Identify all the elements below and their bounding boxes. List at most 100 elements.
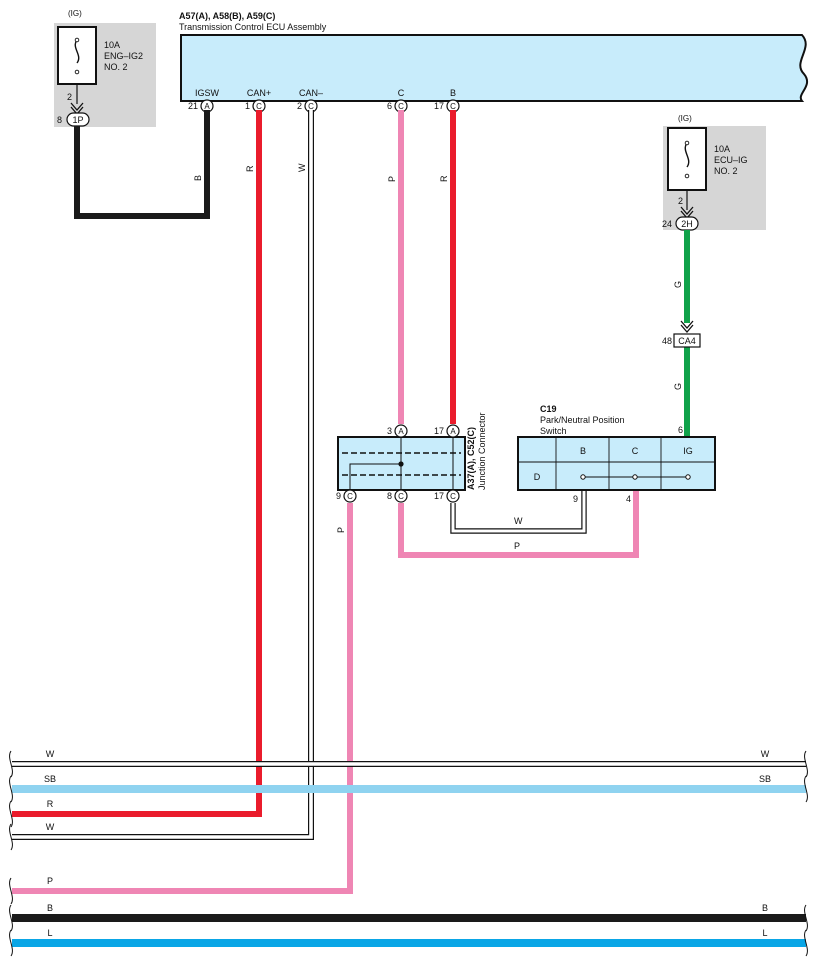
switch-name1: Park/Neutral Position: [540, 415, 625, 425]
wires: B R W P R G G P P W: [12, 110, 690, 894]
wire-break-icon: [9, 877, 13, 905]
ecu-pin-3-number: 2: [297, 101, 302, 111]
conn-ca4: 48 CA4: [662, 320, 701, 348]
ecu-pin-2-connector-letter: C: [256, 102, 262, 111]
fuse-ecu-ig-name: ECU–IG: [714, 155, 748, 165]
bus-label-right: L: [762, 928, 767, 938]
fuse-ecu-ig-box: [667, 127, 707, 191]
switch-pin-ig: 6: [678, 425, 683, 435]
fuse-eng-ig2-name: ENG–IG2: [104, 51, 143, 61]
fuse-terminal-icon: [684, 140, 690, 146]
switch-header-b: B: [580, 446, 586, 456]
wire-canminus-outline: [12, 110, 314, 840]
ecu-pin-3-terminal-name: CAN–: [299, 88, 323, 98]
jc-top-pin-2: 17 A: [434, 424, 460, 438]
conn-1p-pin: 8: [57, 115, 62, 125]
bus-label-left: L: [47, 928, 52, 938]
ecu-body: [180, 34, 809, 102]
fuse-ecu-ig-ig-label: (IG): [678, 114, 692, 123]
jc-bottom-pin-1-number: 9: [336, 491, 341, 501]
conn-2h-pin: 24: [662, 219, 672, 229]
ecu-pin-1-connector-letter: A: [204, 102, 210, 111]
ecu-assembly: A57(A), A58(B), A59(C) Transmission Cont…: [179, 11, 809, 113]
ecu-pin-1-number: 21: [188, 101, 198, 111]
wire-igsw-label: B: [193, 175, 203, 181]
switch-pin-4: 4: [626, 494, 631, 504]
conn-2h-label: 2H: [681, 219, 693, 229]
jc-bottom-pin-2-connector-letter: C: [398, 492, 404, 501]
fuse-terminal-icon: [74, 37, 80, 43]
bus-line-4: W: [9, 822, 55, 851]
bus-label-left: B: [47, 903, 53, 913]
bus-label-right: B: [762, 903, 768, 913]
wire-jc8-pink: [398, 490, 639, 558]
jc-top-pin-2-number: 17: [434, 426, 444, 436]
fuse-ecu-ig-number: NO. 2: [714, 166, 738, 176]
wire-jc17-white: [451, 490, 586, 533]
wire-break-icon: [804, 750, 808, 778]
bus-label-left: W: [46, 749, 55, 759]
continuity-dot-icon: [632, 474, 638, 480]
fuse-ecu-ig: (IG) 10A ECU–IG NO. 2 2 24 2H: [662, 114, 766, 231]
fuse-ecu-ig-rating: 10A: [714, 144, 730, 154]
jc-bottom-pin-3-connector-letter: C: [450, 492, 456, 501]
jc-top-pin-1-badge: [394, 424, 408, 438]
bus-line-5: P: [9, 876, 53, 905]
ecu-name: Transmission Control ECU Assembly: [179, 22, 327, 32]
bus-label-left: R: [47, 799, 54, 809]
ecu-pin-5-number: 17: [434, 101, 444, 111]
fuse-terminal-icon: [74, 69, 80, 75]
jc-top-pin-2-connector-letter: A: [450, 427, 456, 436]
bus-label-left: SB: [44, 774, 56, 784]
wire-break-icon: [9, 904, 13, 932]
ecu-pin-5-connector-letter: C: [450, 102, 456, 111]
junction-inner-wire: [349, 463, 401, 490]
conn-1p-label: 1P: [72, 115, 83, 125]
wire-b-label: R: [439, 175, 449, 182]
jc-top-pin-2-badge: [446, 424, 460, 438]
wire-canplus-label: R: [245, 165, 255, 172]
wire-g-lower-label: G: [673, 383, 683, 390]
jc-bottom-pin-2-badge: [394, 489, 408, 503]
bus-label-right: SB: [759, 774, 771, 784]
wire-canplus-red: [12, 110, 262, 817]
park-neutral-switch: C19 Park/Neutral Position Switch 6 B C I…: [517, 404, 716, 504]
wire-break-icon: [804, 929, 808, 957]
jc-bottom-pin-2-number: 8: [387, 491, 392, 501]
wire-canminus-label: W: [297, 163, 307, 172]
switch-header-c: C: [632, 446, 639, 456]
jc-top-pin-1-number: 3: [387, 426, 392, 436]
switch-code: C19: [540, 404, 557, 414]
continuity-dot-icon: [580, 474, 586, 480]
continuity-dot-icon: [685, 474, 691, 480]
fuse-eng-ig2-ig-label: (IG): [68, 9, 82, 18]
switch-header-ig: IG: [683, 446, 693, 456]
wire-break-icon: [804, 904, 808, 932]
wire-jc17-label: W: [514, 516, 523, 526]
splice-dot-icon: [398, 461, 404, 467]
wire-break-icon: [804, 775, 808, 803]
conn-ca4-label: CA4: [678, 336, 696, 346]
wire-canminus-white: [12, 110, 313, 839]
connector-arrow-icon: [680, 206, 694, 215]
wire-jc9-pink: [12, 503, 353, 894]
switch-pin-9: 9: [573, 494, 578, 504]
ecu-pin-4-connector-letter: C: [398, 102, 404, 111]
bus-label-left: W: [46, 822, 55, 832]
ecu-pin-2-terminal-name: CAN+: [247, 88, 271, 98]
ecu-pin-5-terminal-name: B: [450, 88, 456, 98]
bus-label-right: W: [761, 749, 770, 759]
wire-break-icon: [9, 775, 13, 803]
wire-jc9-label: P: [336, 527, 346, 533]
ecu-code: A57(A), A58(B), A59(C): [179, 11, 275, 21]
